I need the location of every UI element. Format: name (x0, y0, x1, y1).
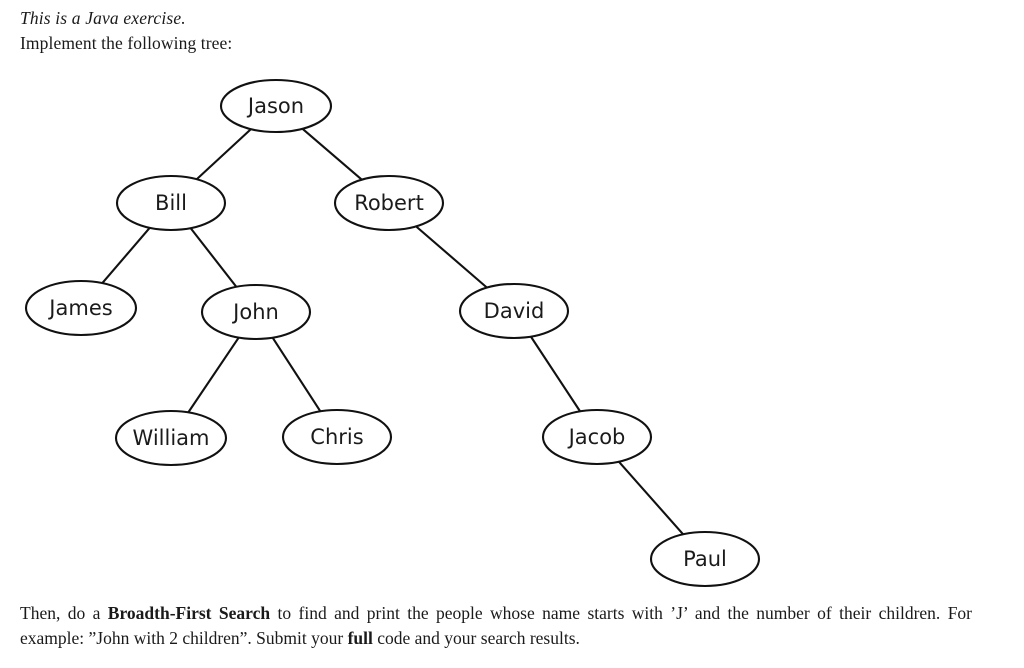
outro-part-3: code and your search results. (372, 628, 580, 648)
outro-text-block: Then, do a Broadth-First Search to find … (20, 601, 972, 651)
tree-node-chris[interactable]: Chris (281, 408, 393, 466)
tree-node-label-jason: Jason (246, 94, 304, 118)
tree-node-label-jacob: Jacob (567, 425, 626, 449)
tree-node-ellipse-john (200, 283, 312, 341)
outro-part-2: to find and print the people whose name … (20, 603, 973, 648)
tree-node-bill[interactable]: Bill (115, 174, 227, 232)
tree-node-label-william: William (133, 426, 210, 450)
tree-node-james[interactable]: James (24, 279, 138, 337)
tree-node-william[interactable]: William (114, 409, 228, 467)
outro-bold-full: full (347, 628, 373, 648)
intro-line-italic: This is a Java exercise. (20, 8, 186, 28)
tree-node-label-john: John (231, 300, 279, 324)
tree-node-ellipse-jason (219, 78, 333, 134)
tree-edge-bill-to-john (189, 227, 238, 288)
tree-node-john[interactable]: John (200, 283, 312, 341)
tree-node-ellipse-james (24, 279, 138, 337)
intro-line-instruction: Implement the following tree: (20, 33, 233, 53)
tree-node-ellipse-chris (281, 408, 393, 466)
tree-node-jason[interactable]: Jason (219, 78, 333, 134)
outro-paragraph: Then, do a Broadth-First Search to find … (20, 601, 972, 651)
outro-part-1: Then, do a (20, 603, 108, 623)
outro-bold-bfs: Broadth-First Search (107, 603, 271, 623)
tree-edge-david-to-jacob (529, 335, 582, 413)
intro-text-block: This is a Java exercise. Implement the f… (20, 6, 980, 56)
tree-node-ellipse-jacob (541, 408, 653, 466)
tree-node-label-james: James (47, 296, 112, 320)
tree-node-label-david: David (484, 299, 545, 323)
tree-node-ellipse-paul (649, 530, 761, 588)
tree-edge-jacob-to-paul (617, 460, 685, 536)
tree-node-robert[interactable]: Robert (333, 174, 445, 232)
tree-node-ellipse-robert (333, 174, 445, 232)
tree-edges-group (101, 127, 685, 536)
tree-edge-jason-to-robert (301, 127, 363, 181)
tree-node-ellipse-bill (115, 174, 227, 232)
tree-edge-john-to-william (187, 336, 240, 414)
tree-node-paul[interactable]: Paul (649, 530, 761, 588)
tree-edge-jason-to-bill (195, 128, 252, 181)
tree-node-jacob[interactable]: Jacob (541, 408, 653, 466)
tree-node-david[interactable]: David (458, 282, 570, 340)
tree-edge-robert-to-david (414, 225, 489, 289)
tree-node-label-robert: Robert (354, 191, 424, 215)
tree-node-label-bill: Bill (155, 191, 187, 215)
tree-edge-john-to-chris (271, 336, 322, 413)
tree-node-label-chris: Chris (310, 425, 363, 449)
tree-node-ellipse-david (458, 282, 570, 340)
tree-node-label-paul: Paul (683, 547, 727, 571)
tree-edge-bill-to-james (101, 226, 151, 285)
tree-node-ellipse-william (114, 409, 228, 467)
